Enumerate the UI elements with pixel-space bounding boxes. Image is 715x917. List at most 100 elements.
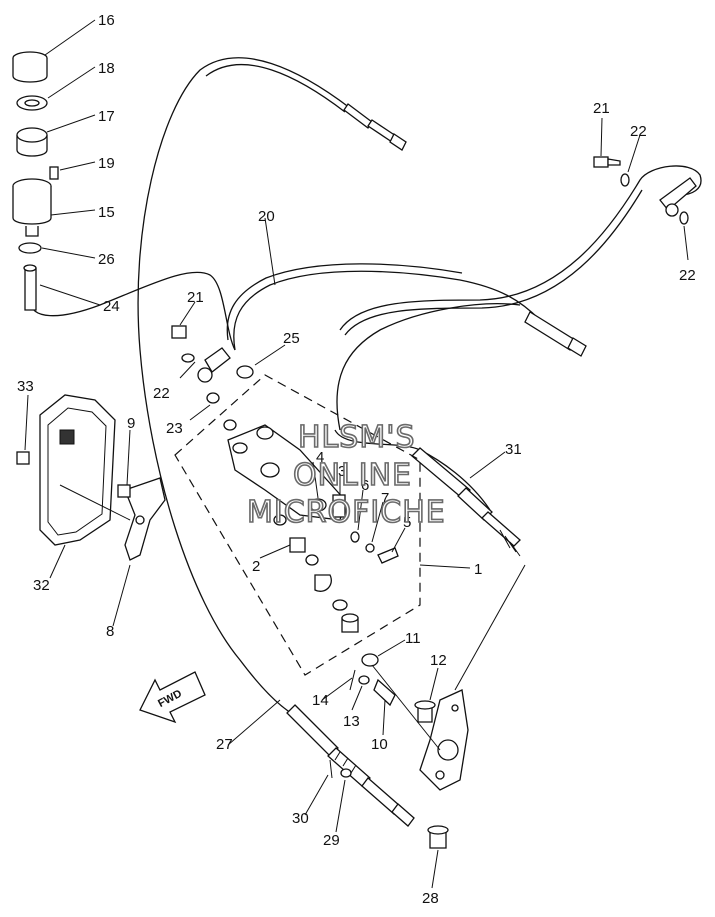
callout-33: 33 (17, 378, 34, 395)
piston-cup (314, 574, 332, 592)
callout-16: 16 (98, 12, 115, 29)
callout-27: 27 (216, 736, 233, 753)
hose-24 (29, 271, 236, 351)
screw-19 (49, 166, 59, 180)
hose-20-upper (233, 270, 541, 351)
washer-7 (365, 543, 375, 553)
callout-25: 25 (283, 330, 300, 347)
lever-link-line (371, 664, 441, 751)
cable-27-adjuster (327, 747, 371, 787)
cable-27-end (391, 803, 415, 827)
callout-11: 11 (405, 630, 421, 647)
callout-24: 24 (103, 298, 120, 315)
callout-23: 23 (166, 420, 183, 437)
cotter-30 (329, 759, 333, 779)
callout-12: 12 (430, 652, 447, 669)
piston-body (289, 537, 306, 553)
callout-26: 26 (98, 251, 115, 268)
hose-24-piece (24, 268, 37, 311)
callout-31: 31 (505, 441, 522, 458)
cable-31-curve (336, 303, 521, 431)
pin-12-head (414, 700, 436, 710)
piston-seal-2 (305, 554, 319, 566)
callout-2: 2 (252, 558, 260, 575)
bolt-33 (16, 451, 30, 465)
switch-3 (332, 494, 346, 518)
pin-28-head (427, 825, 449, 835)
bolt-21-right-head (593, 156, 609, 168)
callout-9: 9 (127, 415, 135, 432)
washer-22-left (181, 353, 195, 363)
piston-washer (223, 419, 237, 431)
bracket-8-hole (135, 515, 145, 525)
cable-31-sheath (411, 447, 471, 499)
callout-17: 17 (98, 108, 115, 125)
mc-port-left (232, 442, 248, 454)
cable-31-rod (481, 511, 521, 547)
callout-numbers: 16 18 17 19 15 26 24 21 20 22 25 23 33 9… (17, 12, 696, 907)
reservoir-15-nipple (25, 226, 39, 237)
bolt-5 (377, 547, 399, 564)
callout-14: 14 (312, 692, 329, 709)
callout-32: 32 (33, 577, 50, 594)
leader-1 (419, 564, 471, 569)
callout-10: 10 (371, 736, 388, 753)
callout-18: 18 (98, 60, 115, 77)
brake-lever-bracket (419, 689, 469, 791)
circlip (332, 599, 348, 611)
mc-bore (260, 462, 280, 478)
washer-13 (358, 675, 370, 685)
callout-22-right-upper: 22 (630, 123, 647, 140)
watermark: HLSM'S ONLINE MICROFICHE (246, 419, 446, 531)
mc-port-top (256, 426, 274, 440)
washer-22-right-lower (679, 211, 689, 225)
callout-28: 28 (422, 890, 439, 907)
hose-20-end (524, 311, 576, 351)
callout-6: 6 (361, 477, 369, 494)
callout-15: 15 (98, 204, 115, 221)
master-cylinder-body (227, 424, 346, 521)
cable-31-linkage (454, 564, 526, 691)
cable-upper-arc (137, 57, 351, 721)
callout-20: 20 (258, 208, 275, 225)
union-left-eye (197, 367, 213, 383)
bolt-9 (117, 484, 131, 498)
diaphragm-17-top (16, 127, 48, 143)
clamp-26 (18, 242, 42, 254)
callout-21-right: 21 (593, 100, 610, 117)
banjo-right-eye (665, 203, 679, 217)
lever-hole-2 (451, 704, 459, 712)
bolt-21-left-head (171, 325, 187, 339)
callout-4: 4 (316, 449, 324, 466)
kit-dashed-box (174, 374, 421, 676)
leader-lines (24, 19, 689, 889)
cable-upper-arc-inner (205, 64, 346, 113)
callout-21-left: 21 (187, 289, 204, 306)
callout-7: 7 (381, 490, 389, 507)
cap-16-body (12, 58, 48, 83)
lever-bushing (437, 739, 459, 761)
callout-5: 5 (403, 514, 411, 531)
watermark-line-3: MICROFICHE (247, 495, 446, 530)
union-left (204, 347, 231, 373)
callout-22-right-lower: 22 (679, 267, 696, 284)
washer-23 (206, 392, 220, 404)
seal-4 (309, 498, 327, 512)
reservoir-15-body (12, 186, 52, 225)
callout-8: 8 (106, 623, 114, 640)
cable-31-spring (499, 529, 521, 557)
guard-32-notch (59, 429, 75, 445)
cable-end-top (343, 103, 373, 129)
watermark-line-2: ONLINE (293, 458, 412, 493)
callout-13: 13 (343, 713, 360, 730)
washer-22-right-upper (620, 173, 630, 187)
guard-32-inner (47, 407, 107, 536)
nut-11 (361, 653, 379, 667)
lever-hole-1 (435, 770, 445, 780)
washer-29 (340, 768, 352, 778)
callout-19: 19 (98, 155, 115, 172)
cable-27-sheath (286, 704, 339, 757)
callout-3: 3 (338, 463, 346, 480)
bolt-21-right-shank (607, 158, 621, 166)
